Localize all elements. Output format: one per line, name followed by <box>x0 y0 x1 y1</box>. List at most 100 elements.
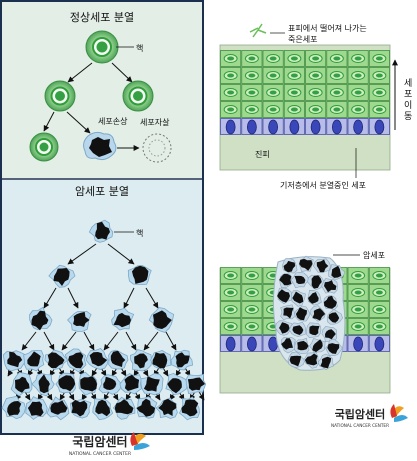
basal-cell <box>368 335 390 352</box>
dying-cell <box>142 133 172 163</box>
arrow <box>111 62 133 83</box>
epidermis-cell <box>347 318 369 335</box>
cancer-cell <box>23 350 45 372</box>
tumor-cell <box>280 304 296 321</box>
svg-text:국립암센터: 국립암센터 <box>72 434 127 449</box>
epidermis-cell <box>347 67 369 84</box>
tumor-cell <box>298 255 314 272</box>
epidermis-cell <box>241 50 263 67</box>
cancer-cell <box>178 396 200 421</box>
epidermis-cell <box>241 67 263 84</box>
tumor-cell <box>290 271 310 289</box>
tumor-cell <box>328 264 346 280</box>
epidermis-cell <box>305 67 327 84</box>
epidermis-cell <box>305 101 327 118</box>
epidermis-cell <box>220 301 242 318</box>
basal-cell <box>368 118 390 135</box>
cancer-cell <box>69 398 92 419</box>
epidermis-cell <box>262 50 284 67</box>
epidermis-cell <box>326 101 348 118</box>
cancer-cell <box>1 395 26 420</box>
tumor-cell <box>288 321 307 337</box>
basal-cell <box>262 118 284 135</box>
epidermis-cell <box>283 67 305 84</box>
tumor-cell <box>309 338 326 354</box>
shed-cells-label: 표피에서 떨어져 나가는 <box>288 23 367 33</box>
tumor-cell <box>321 278 338 294</box>
epidermis-cell <box>368 301 390 318</box>
tumor-cell <box>279 273 293 289</box>
epidermis-cell <box>305 50 327 67</box>
epidermis-cell <box>241 318 263 335</box>
tumor-cell <box>317 353 334 371</box>
cancer-cell <box>150 350 172 370</box>
tumor-cell <box>294 337 310 355</box>
epidermis-cell <box>368 284 390 301</box>
epidermis-cell <box>368 67 390 84</box>
cancer-cell <box>55 372 76 394</box>
tumor-cell <box>306 322 322 339</box>
cancer-cell <box>108 349 129 370</box>
cancer-cell <box>111 307 135 331</box>
epidermis-cell <box>241 84 263 101</box>
cancer-cell <box>155 397 178 419</box>
tumor-cell <box>326 308 343 325</box>
epidermis-cell <box>347 101 369 118</box>
cancer-cell <box>25 396 48 420</box>
epidermis-cell <box>326 84 348 101</box>
epidermis-cell <box>283 50 305 67</box>
epidermis-cell <box>347 50 369 67</box>
epidermis-cell <box>220 267 242 284</box>
tumor-cell <box>325 338 343 356</box>
logo-right: 국립암센터 NATIONAL CANCER CENTER <box>331 404 408 428</box>
normal-nucleus-label: 핵 <box>136 43 143 53</box>
cancer-cell-tree <box>1 219 207 421</box>
cancer-cell <box>85 348 109 370</box>
epidermis-cell <box>262 67 284 84</box>
basal-cell <box>347 335 369 352</box>
arrow <box>21 331 37 351</box>
cancer-section-bg <box>2 180 202 433</box>
shed-cell-icon <box>249 23 267 38</box>
basal-cell <box>241 335 263 352</box>
cancer-cell <box>10 371 33 397</box>
basal-cell <box>283 118 305 135</box>
dermis-label: 진피 <box>255 149 270 159</box>
tumor-cell <box>294 305 311 322</box>
cancer-cell <box>112 396 136 420</box>
tumor-cell <box>307 274 325 290</box>
epidermis-cell <box>220 84 242 101</box>
arrow <box>61 331 77 351</box>
arrow <box>145 287 159 309</box>
arrow <box>66 111 91 134</box>
basal-cell <box>220 335 242 352</box>
cancer-cell-label: 암세포 <box>363 250 385 260</box>
epidermis-cell <box>347 84 369 101</box>
basal-cell <box>347 118 369 135</box>
cancer-cell <box>127 265 152 286</box>
arrow <box>67 243 97 265</box>
cancer-cell <box>2 350 27 372</box>
normal-cell-mid-left <box>44 80 76 112</box>
cancer-cell <box>88 219 114 243</box>
tumor-cell <box>307 289 322 306</box>
basal-cell <box>220 118 242 135</box>
epidermis-cell <box>283 84 305 101</box>
tumor-cell <box>321 326 338 343</box>
epidermis-cell <box>347 267 369 284</box>
epidermis-cell <box>368 50 390 67</box>
tumor-cell <box>313 258 332 274</box>
normal-division-title: 정상세포 분열 <box>70 11 134 24</box>
arrow <box>67 62 93 83</box>
epidermis-cell <box>368 267 390 284</box>
arrow <box>103 331 119 351</box>
arrow <box>143 331 159 351</box>
cancer-cell <box>31 373 55 397</box>
tumor-cell <box>275 320 293 336</box>
epidermis-cell <box>241 301 263 318</box>
basal-cell <box>241 118 263 135</box>
arrow <box>43 287 57 309</box>
cancer-nucleus-label: 핵 <box>136 228 143 238</box>
